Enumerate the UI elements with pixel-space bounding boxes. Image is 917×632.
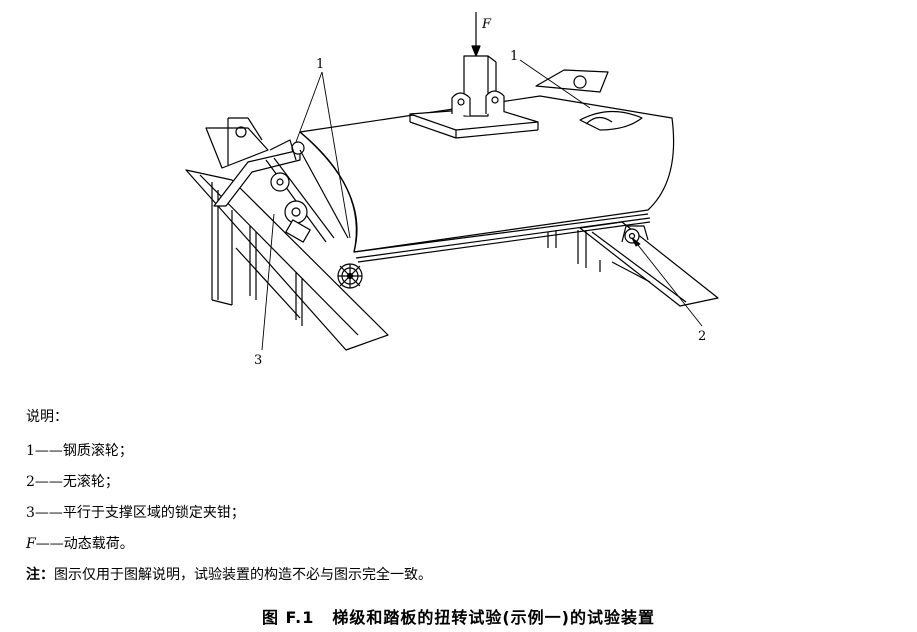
figure-title: 梯级和踏板的扭转试验(示例一)的试验装置 <box>332 608 655 627</box>
legend-text: ——动态载荷。 <box>35 536 134 552</box>
legend-key: 1 <box>26 443 35 459</box>
callout-force: F <box>481 17 492 32</box>
right-support-frame <box>535 69 719 307</box>
callout-1-right: 1 <box>510 49 518 64</box>
steel-roller-front <box>337 263 363 289</box>
callout-2: 2 <box>698 329 706 344</box>
note-text: 图示仅用于图解说明，试验装置的构造不必与图示完全一致。 <box>54 567 432 583</box>
legend-text: ——平行于支撑区域的锁定夹钳； <box>34 505 245 521</box>
legend-key: F <box>26 536 36 552</box>
load-yoke <box>409 55 539 139</box>
note-label: 注： <box>26 567 54 583</box>
legend-text: ——钢质滚轮； <box>34 443 133 459</box>
roller-right <box>621 225 649 244</box>
legend-item-f: F——动态载荷。 <box>26 535 134 553</box>
force-arrow <box>471 12 481 57</box>
callout-leaders <box>261 59 703 351</box>
legend-item-2: 2——无滚轮； <box>26 473 119 491</box>
callout-1-left: 1 <box>316 57 324 72</box>
figure-caption: 图 F.1 梯级和踏板的扭转试验(示例一)的试验装置 <box>0 604 917 628</box>
test-apparatus-drawing: F 1 1 2 3 <box>185 12 719 368</box>
legend-key: 2 <box>26 474 35 490</box>
legend-text: ——无滚轮； <box>34 474 119 490</box>
legend-item-1: 1——钢质滚轮； <box>26 442 133 460</box>
legend-key: 3 <box>26 505 35 521</box>
note: 注：图示仅用于图解说明，试验装置的构造不必与图示完全一致。 <box>26 566 432 584</box>
figure-number: 图 F.1 <box>261 608 315 627</box>
locking-clamp <box>213 139 349 243</box>
legend-item-3: 3——平行于支撑区域的锁定夹钳； <box>26 504 245 522</box>
left-support-frame <box>185 117 389 351</box>
legend-heading: 说明： <box>26 409 68 425</box>
step-body <box>299 95 675 263</box>
callout-3: 3 <box>254 353 262 368</box>
